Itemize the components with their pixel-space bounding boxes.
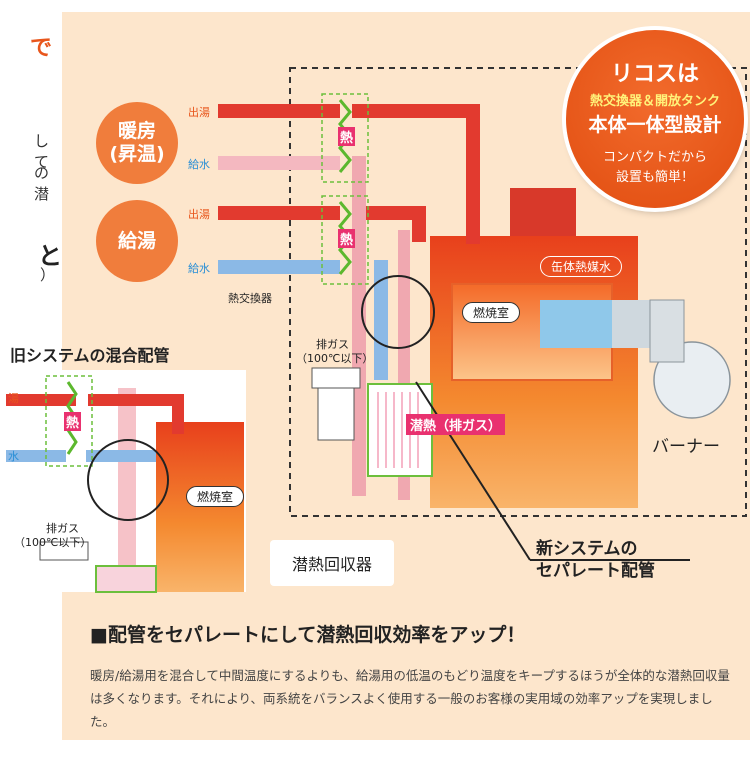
combustion-chamber-label: 燃焼室 (462, 302, 521, 323)
section-body: 暖房/給湯用を混合して中間温度にするよりも、給湯用の低温のもどり温度をキープする… (90, 668, 730, 729)
old-heat-tag: 熱 (64, 412, 82, 431)
new-system-label: 新システムの セパレート配管 (536, 538, 655, 582)
badge-note1: コンパクトだから (602, 150, 707, 165)
latent-heat-label: 潜熱（排ガス） (406, 414, 506, 435)
exhaust-temp-label: （100℃以下） (296, 352, 374, 365)
can-heat-medium-label: 缶体熱媒水 (540, 256, 623, 277)
new-system-line1: 新システムの (536, 539, 638, 559)
exhaust-label: 排ガス (316, 338, 349, 351)
fragment-paren: ） (40, 266, 56, 284)
hotwater-circle-label: 給湯 (96, 200, 178, 282)
fragment-line1: して (34, 132, 50, 171)
heating-out-label: 出湯 (188, 106, 210, 119)
left-text-fragment: で して の潜 と ） (0, 0, 62, 340)
badge-subtitle: 熱交換器＆開放タンク (589, 94, 720, 109)
section-heading: ■配管をセパレートにして潜熱回収効率をアップ！ (90, 624, 526, 646)
old-combustion-label: 燃焼室 (186, 486, 245, 507)
feature-badge: リコスは 熱交換器＆開放タンク 本体一体型設計 コンパクトだから 設置も簡単！ (566, 30, 744, 208)
fragment-orange: で (30, 36, 53, 61)
heat-tag-bottom: 熱 (338, 229, 356, 248)
badge-title: リコスは (610, 62, 699, 87)
hotwater-out-label: 出湯 (188, 208, 210, 221)
badge-main: 本体一体型設計 (588, 114, 722, 136)
fragment-line2: の潜 (34, 164, 50, 203)
exchanger-label: 熱交換器 (228, 292, 272, 305)
heat-tag-top: 熱 (338, 127, 356, 146)
old-system-title: 旧システムの混合配管 (10, 346, 170, 365)
old-exhaust-label: 排ガス (46, 522, 79, 535)
old-exhaust-temp-label: （100℃以下） (14, 536, 92, 549)
new-system-line2: セパレート配管 (536, 561, 655, 581)
heating-in-label: 給水 (188, 158, 210, 171)
latent-heat-recovery-box: 潜熱回収器 (270, 540, 394, 586)
old-out-label: 湯 (8, 392, 19, 405)
hotwater-in-label: 給水 (188, 262, 210, 275)
badge-note2: 設置も簡単！ (615, 170, 694, 185)
latent-heat-recovery-label: 潜熱回収器 (291, 555, 372, 574)
old-in-label: 水 (8, 450, 19, 463)
burner-label: バーナー (652, 437, 720, 457)
fragment-big: と (38, 242, 62, 270)
heating-circle-label: 暖房 (昇温) (96, 102, 178, 184)
